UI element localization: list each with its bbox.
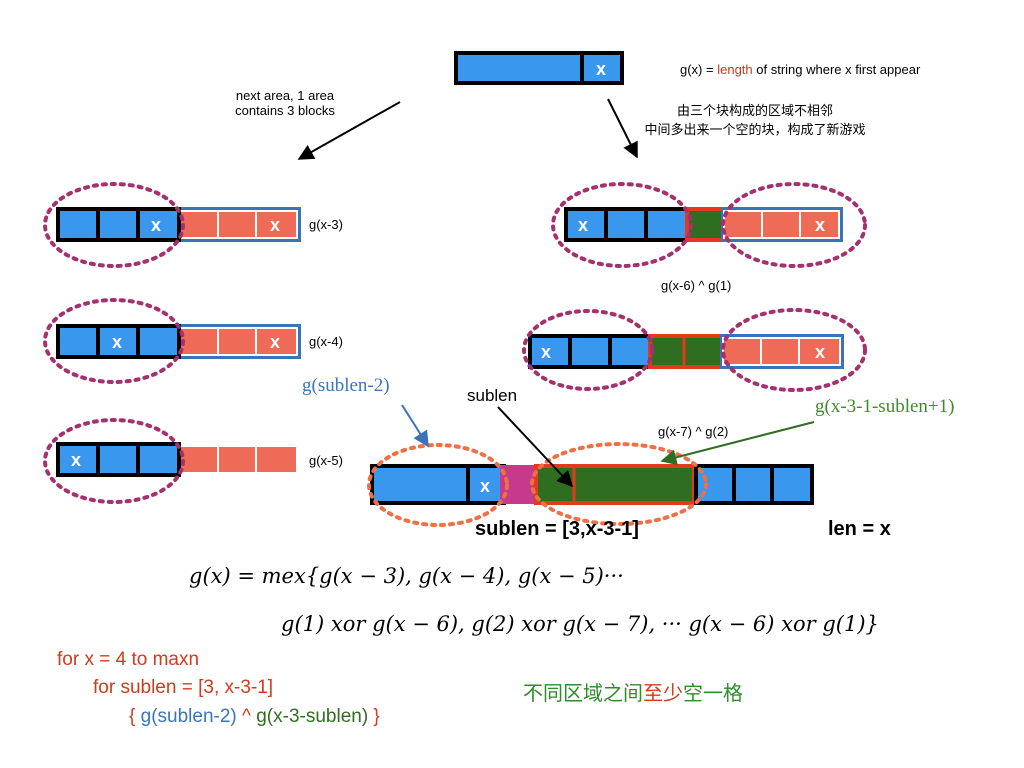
block-mark-bottom: x xyxy=(480,476,491,496)
left-row-gx4 xyxy=(43,298,301,384)
chinese-note: 由三个块构成的区域不相邻中间多出来一个空的块，构成了新游戏 xyxy=(640,101,870,139)
chinese-line2: 中间多出来一个空的块，构成了新游戏 xyxy=(644,122,866,137)
arrow-sublen xyxy=(497,406,574,488)
note-part3: 空一格 xyxy=(683,683,743,705)
bottom-row-general xyxy=(367,442,814,527)
label-gx6-g1: g(x-6) ^ g(1) xyxy=(661,278,732,293)
def-length-word: length xyxy=(717,62,753,77)
note-part2: 至少 xyxy=(643,683,683,705)
block-mark-r1b: x xyxy=(815,215,826,235)
arrow-g-rest xyxy=(660,421,815,466)
code-g-sublen: g(sublen-2) xyxy=(140,706,237,727)
block-mark-l3: x xyxy=(71,450,82,470)
code-xor-op: ^ xyxy=(236,706,257,727)
formula-line1: g(x) = mex{g(x − 3), g(x − 4), g(x − 5)·… xyxy=(189,564,624,588)
code-g-rest: g(x-3-sublen) xyxy=(256,706,369,727)
next-area-line2: contains 3 blocks xyxy=(235,103,335,118)
block-mark-l1a: x xyxy=(151,215,162,235)
code-line3: { g(sublen-2) ^ g(x-3-sublen) } xyxy=(129,706,380,728)
left-row-gx3 xyxy=(43,182,301,268)
label-g-sublen-2: g(sublen-2) xyxy=(302,375,390,396)
next-area-line1: next area, 1 area xyxy=(235,88,335,103)
note-part1: 不同区域之间 xyxy=(523,683,643,705)
right-row-gx7 xyxy=(522,308,867,392)
top-block-string xyxy=(454,51,624,85)
code-brace-open: { xyxy=(129,706,141,727)
right-row-gx6 xyxy=(551,182,867,268)
block-mark-l2b: x xyxy=(270,332,281,352)
block-mark-r2b: x xyxy=(815,342,826,362)
arrow-new-game xyxy=(607,98,638,159)
label-len-x: len = x xyxy=(828,518,891,540)
label-gx7-g2: g(x-7) ^ g(2) xyxy=(658,424,729,439)
chinese-line1: 由三个块构成的区域不相邻 xyxy=(676,103,833,118)
block-mark-l1b: x xyxy=(270,215,281,235)
block-mark-r1a: x xyxy=(578,215,589,235)
label-sublen: sublen xyxy=(467,386,518,405)
label-g-rest: g(x-3-1-sublen+1) xyxy=(815,396,955,417)
label-gx5: g(x-5) xyxy=(309,453,343,468)
label-gx4: g(x-4) xyxy=(309,334,343,349)
code-line2: for sublen = [3, x-3-1] xyxy=(93,677,274,698)
formula-line2: g(1) xor g(x − 6), g(2) xor g(x − 7), ··… xyxy=(281,612,879,636)
arrow-g-sublen xyxy=(401,404,429,448)
region-gap-note: 不同区域之间至少空一格 xyxy=(523,677,743,706)
block-mark-l2a: x xyxy=(112,332,123,352)
label-gx3: g(x-3) xyxy=(309,217,343,232)
def-suffix: of string where x first appear xyxy=(752,62,921,77)
code-brace-close: } xyxy=(368,706,380,727)
block-mark-top: x xyxy=(596,59,607,79)
gx-definition: g(x) = length of string where x first ap… xyxy=(680,62,920,77)
code-line1: for x = 4 to maxn xyxy=(57,649,200,670)
block-mark-r2a: x xyxy=(541,342,552,362)
def-prefix: g(x) = xyxy=(680,62,718,77)
label-sublen-range: sublen = [3,x-3-1] xyxy=(475,518,639,540)
arrow-next-area xyxy=(297,101,401,160)
left-row-gx5 xyxy=(43,418,300,504)
